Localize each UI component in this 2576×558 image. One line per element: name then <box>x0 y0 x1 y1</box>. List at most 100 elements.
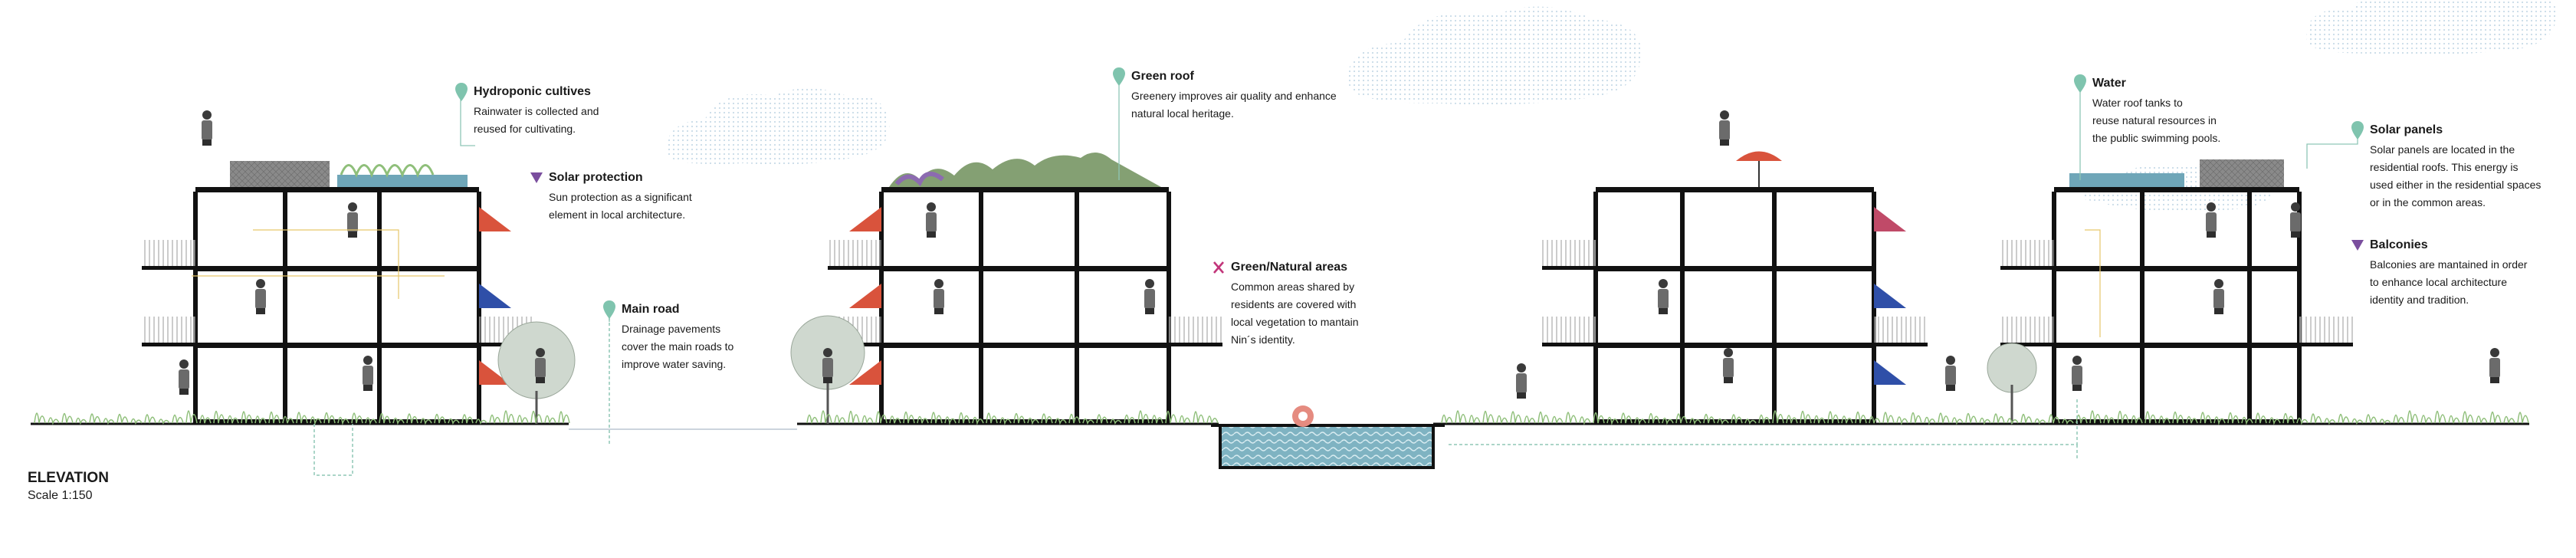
grass <box>296 412 308 424</box>
balcony-slab <box>2000 266 2054 270</box>
grass <box>1938 412 1950 424</box>
person-body <box>347 212 358 232</box>
triangle-icon <box>2351 240 2364 251</box>
hydroponic-bed <box>337 175 468 187</box>
floor-slab <box>881 266 1169 271</box>
grass <box>1993 413 2005 424</box>
parasol <box>1736 151 1782 161</box>
grass <box>1041 413 1053 424</box>
grass <box>2434 410 2446 424</box>
grass <box>1151 415 1163 424</box>
column <box>1593 192 1598 424</box>
person-legs <box>1946 385 1955 391</box>
grass <box>241 411 253 424</box>
floor-slab <box>195 266 479 271</box>
grass <box>1910 412 1922 424</box>
grass <box>544 415 556 424</box>
grass <box>1524 415 1536 424</box>
grass <box>1137 410 1150 424</box>
person <box>2072 356 2082 391</box>
person-legs <box>536 377 545 383</box>
building-2 <box>828 152 1222 425</box>
grass <box>1620 412 1633 424</box>
person-body <box>1945 366 1956 386</box>
balcony-railing <box>142 317 195 343</box>
person-body <box>535 358 546 378</box>
person-legs <box>1517 392 1526 399</box>
grass <box>503 410 515 424</box>
person <box>202 110 212 146</box>
pin-icon <box>455 83 468 101</box>
grass <box>2365 414 2377 424</box>
person-head <box>1720 110 1729 120</box>
grass <box>1124 414 1136 424</box>
grass <box>2200 412 2212 424</box>
person-legs <box>1720 140 1729 146</box>
balcony-railing <box>2299 317 2353 343</box>
grass <box>1537 411 1550 424</box>
grass <box>2351 418 2364 425</box>
person-head <box>1946 356 1955 365</box>
grass <box>2144 411 2157 424</box>
grass <box>2407 410 2419 424</box>
grass <box>2255 412 2267 424</box>
grass <box>917 415 929 424</box>
grass <box>2476 415 2488 424</box>
person-head <box>2490 348 2499 357</box>
person <box>1144 279 1155 314</box>
person <box>2213 279 2224 314</box>
grass <box>1468 415 1481 424</box>
floor-slab <box>881 343 1169 348</box>
grass <box>475 419 487 425</box>
grass <box>2338 413 2350 424</box>
grass <box>1206 415 1219 424</box>
person-legs <box>927 231 936 238</box>
grass <box>337 416 349 425</box>
annotation-balconies: Balconies Balconies are mantained in ord… <box>2351 236 2576 309</box>
floor-slab <box>195 187 479 192</box>
column <box>2247 192 2252 424</box>
grass <box>2227 412 2240 424</box>
grass <box>1786 415 1798 424</box>
grass <box>392 417 405 425</box>
grass <box>213 410 225 424</box>
grass <box>2269 417 2281 425</box>
building-sections <box>142 151 2353 425</box>
person-body <box>2489 358 2500 378</box>
grass <box>999 417 1012 425</box>
person-legs <box>202 140 212 146</box>
floor-slab <box>1596 343 1874 348</box>
floor-slab <box>195 419 479 425</box>
annotation-title: Green/Natural areas <box>1231 261 1348 274</box>
cloud-1 <box>666 88 890 165</box>
grass <box>448 418 460 425</box>
person-body <box>2290 212 2301 232</box>
grass <box>2420 415 2433 424</box>
grass <box>1827 411 1839 424</box>
grass <box>227 415 239 424</box>
person-head <box>2072 356 2082 365</box>
grass <box>1441 414 1453 424</box>
person-body <box>2213 289 2224 309</box>
grass <box>1634 417 1646 425</box>
person-body <box>179 369 189 389</box>
person-legs <box>348 231 357 238</box>
grass <box>351 412 363 424</box>
person-head <box>2291 202 2300 212</box>
awning <box>849 207 881 231</box>
drawing-scale: Scale 1:150 <box>28 489 93 502</box>
balcony-slab <box>1542 266 1596 270</box>
person <box>934 279 944 314</box>
grass <box>1744 419 1757 425</box>
annotation-title: Solar protection <box>549 171 643 184</box>
person-legs <box>2207 231 2216 238</box>
person-legs <box>2214 308 2223 314</box>
annotation-body: Drainage pavements cover the main roads … <box>622 323 734 370</box>
grass <box>185 410 198 424</box>
person-head <box>536 348 545 357</box>
grass <box>1110 419 1122 425</box>
column <box>2297 192 2302 424</box>
person-body <box>934 289 944 309</box>
grass <box>1082 418 1094 425</box>
balcony-railing <box>142 240 195 266</box>
